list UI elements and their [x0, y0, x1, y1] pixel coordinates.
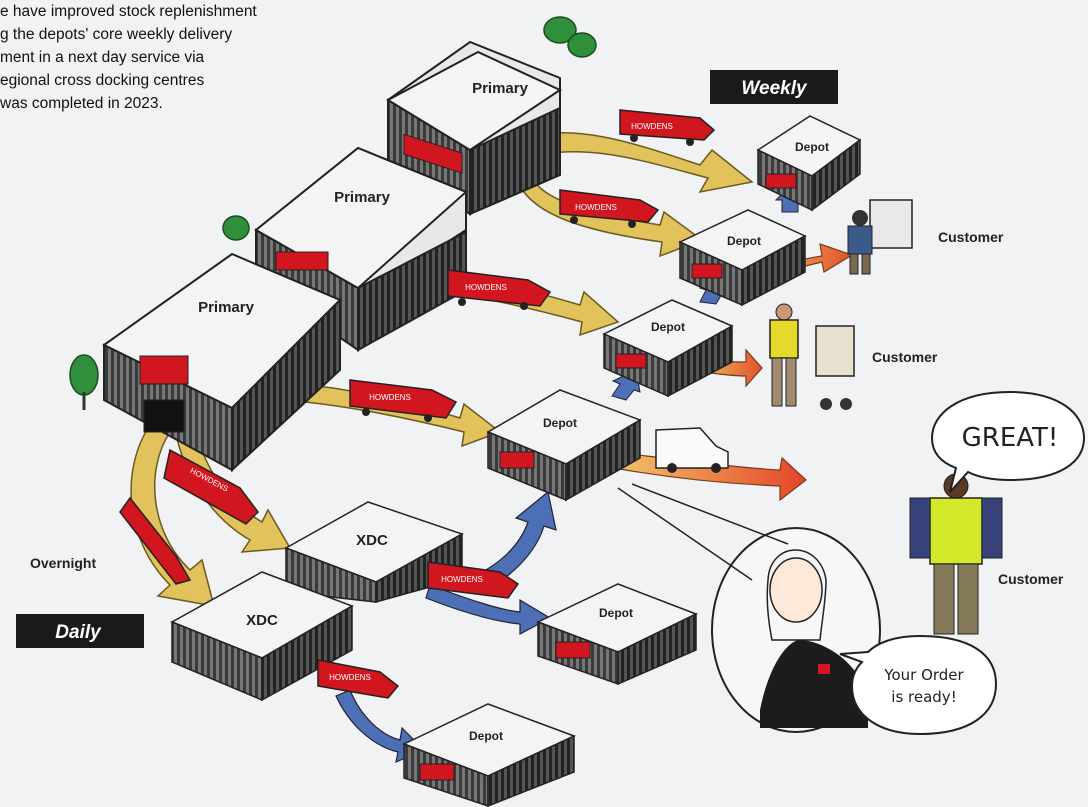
customer-figure-1 — [847, 199, 913, 275]
speech-bubble-ready: Your Order is ready! — [839, 634, 998, 736]
intro-line: ment in a next day service via — [0, 49, 205, 66]
weekly-tag-label: Weekly — [741, 78, 808, 99]
customer-label: Customer — [998, 571, 1064, 587]
callout-line — [631, 483, 789, 545]
truck-icon: HOWDENS — [317, 659, 400, 699]
building-label-depot: Depot — [599, 606, 633, 620]
intro-line: was completed in 2023. — [0, 95, 163, 112]
tree-icon — [222, 215, 250, 241]
arrow-daily-depot2 — [335, 689, 426, 764]
customer-figure-3 — [909, 473, 1003, 635]
weekly-tag: Weekly — [710, 70, 838, 104]
depot-3: Depot — [602, 299, 734, 398]
truck-icon: HOWDENS — [559, 189, 660, 228]
building-label-primary: Primary — [198, 299, 255, 316]
intro-line: egional cross docking centres — [0, 72, 205, 89]
arrow-primary3-depot — [267, 383, 502, 448]
truck-sign-text: HOWDENS — [441, 575, 483, 584]
overnight-label: Overnight — [30, 555, 96, 571]
arrow-daily-depot1 — [425, 584, 552, 635]
tree-icon — [543, 16, 597, 58]
xdc-1: XDC — [284, 501, 464, 603]
building-label-xdc: XDC — [246, 612, 278, 629]
truck-sign-text: HOWDENS — [465, 283, 507, 292]
building-label-depot: Depot — [795, 140, 829, 154]
depot-4: Depot — [486, 389, 642, 502]
building-label-primary: Primary — [334, 189, 391, 206]
building-label-depot: Depot — [651, 320, 685, 334]
truck-icon: HOWDENS — [427, 561, 520, 599]
intro-paragraph: e have improved stock replenishment g th… — [0, 0, 380, 115]
customer-label: Customer — [872, 349, 938, 365]
building-label-depot: Depot — [469, 729, 503, 743]
arrow-weekly-1 — [519, 131, 754, 194]
intro-line: e have improved stock replenishment — [0, 3, 257, 20]
customer-label: Customer — [938, 229, 1004, 245]
depot-1: Depot — [756, 115, 862, 212]
van-icon — [655, 427, 729, 473]
building-label-depot: Depot — [727, 234, 761, 248]
truck-icon: HOWDENS — [163, 448, 259, 525]
truck-sign-text: HOWDENS — [575, 203, 617, 212]
truck-icon: HOWDENS — [447, 269, 552, 310]
building-label-xdc: XDC — [356, 532, 388, 549]
warehouse-primary-3: Primary — [102, 252, 342, 473]
tree-icon — [69, 354, 99, 410]
staff-vignette — [711, 527, 881, 733]
daily-tag: Daily — [16, 614, 144, 648]
customer-figure-2 — [769, 303, 855, 410]
speech-text-ready-1: Your Order — [883, 666, 964, 684]
depot-5: Depot — [536, 583, 698, 686]
building-label-depot: Depot — [543, 416, 577, 430]
warehouse-primary-1: Primary — [385, 40, 563, 216]
xdc-2: XDC — [170, 571, 354, 702]
callout-line — [617, 487, 753, 581]
intro-line: g the depots' core weekly delivery — [0, 26, 233, 43]
depot-2: Depot — [678, 209, 807, 307]
speech-text-great: GREAT! — [962, 423, 1059, 453]
speech-text-ready-2: is ready! — [891, 688, 956, 706]
building-label-primary: Primary — [472, 80, 529, 97]
speech-bubble-great: GREAT! — [930, 390, 1086, 493]
depot-6: Depot — [402, 703, 576, 807]
truck-sign-text: HOWDENS — [329, 673, 371, 682]
daily-tag-label: Daily — [55, 622, 102, 643]
truck-sign-text: HOWDENS — [631, 122, 673, 131]
truck-icon — [119, 496, 192, 585]
truck-sign-text: HOWDENS — [369, 393, 411, 402]
truck-icon: HOWDENS — [349, 379, 458, 422]
truck-icon: HOWDENS — [619, 109, 716, 146]
